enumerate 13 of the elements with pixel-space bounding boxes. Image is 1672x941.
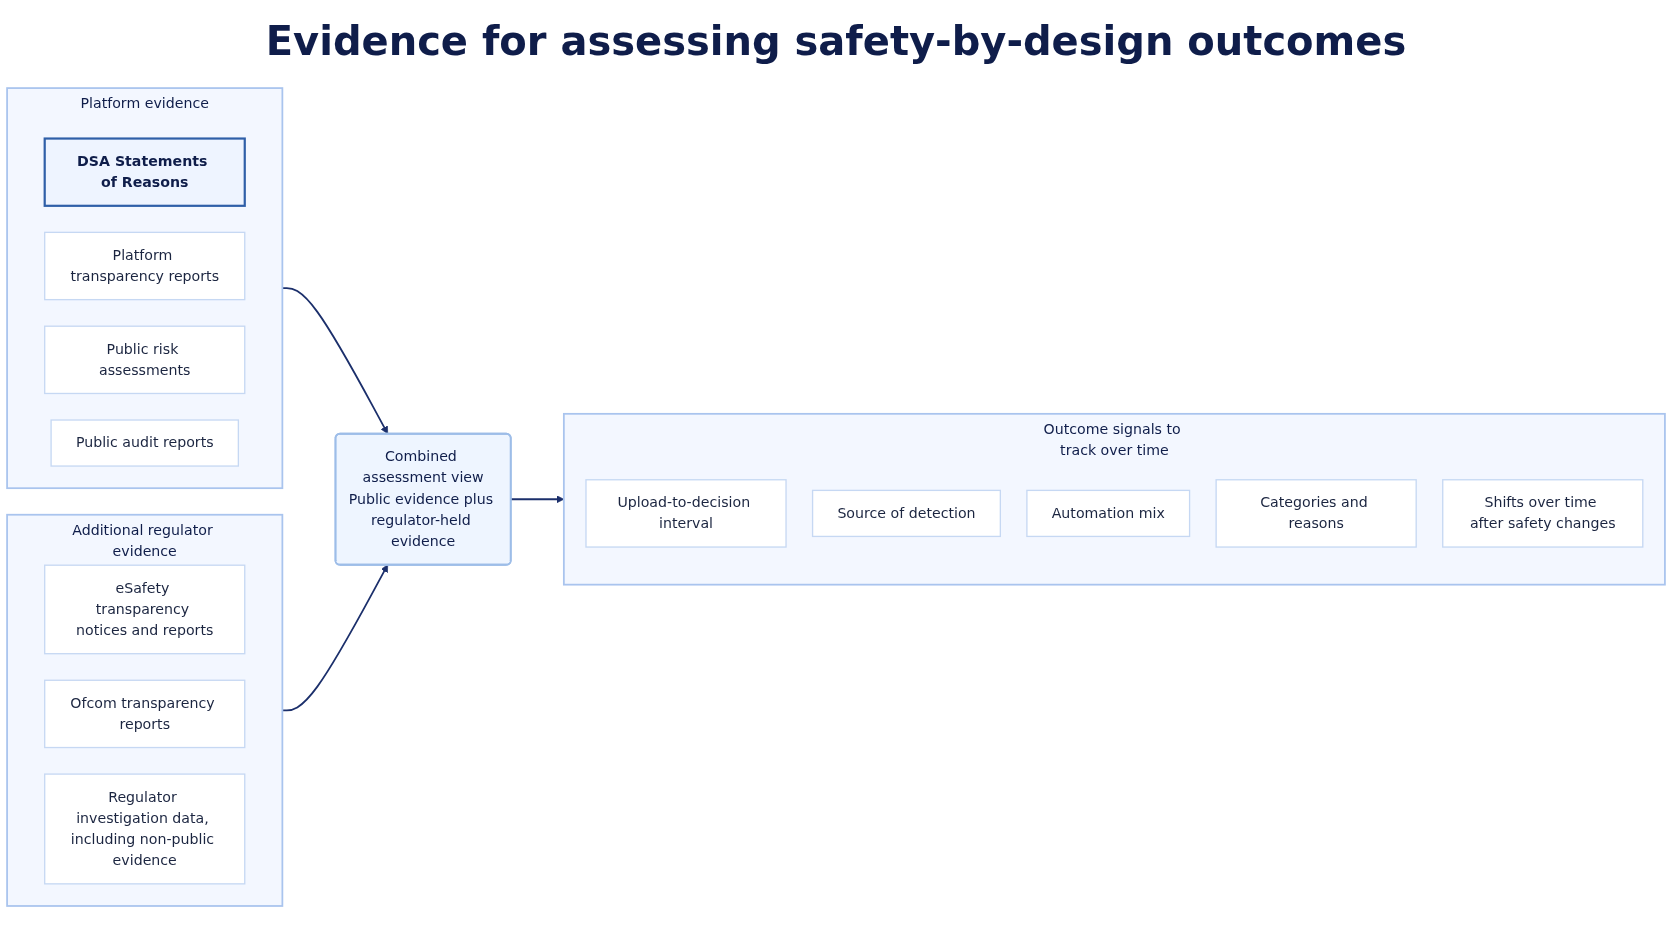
node-box: Public risk assessments <box>44 325 246 395</box>
node-box: Source of detection <box>811 489 1001 538</box>
diagram-title: Evidence for assessing safety-by-design outcomes <box>264 18 1408 64</box>
node-box: Upload-to-decision interval <box>585 479 787 548</box>
node-box: Categories and reasons <box>1215 479 1417 548</box>
node-box: Regulator investigation data, including non-public evidence <box>44 773 246 885</box>
node-box: Public audit reports <box>50 419 240 467</box>
node-box: eSafety transparency notices and reports <box>44 564 246 655</box>
node-box: Ofcom transparency reports <box>44 679 246 749</box>
node-box: Automation mix <box>1026 489 1191 538</box>
node-box: Shifts over time after safety changes <box>1442 479 1644 548</box>
node-box: DSA Statements of Reasons <box>43 137 246 207</box>
node-box: Platform transparency reports <box>44 231 246 301</box>
